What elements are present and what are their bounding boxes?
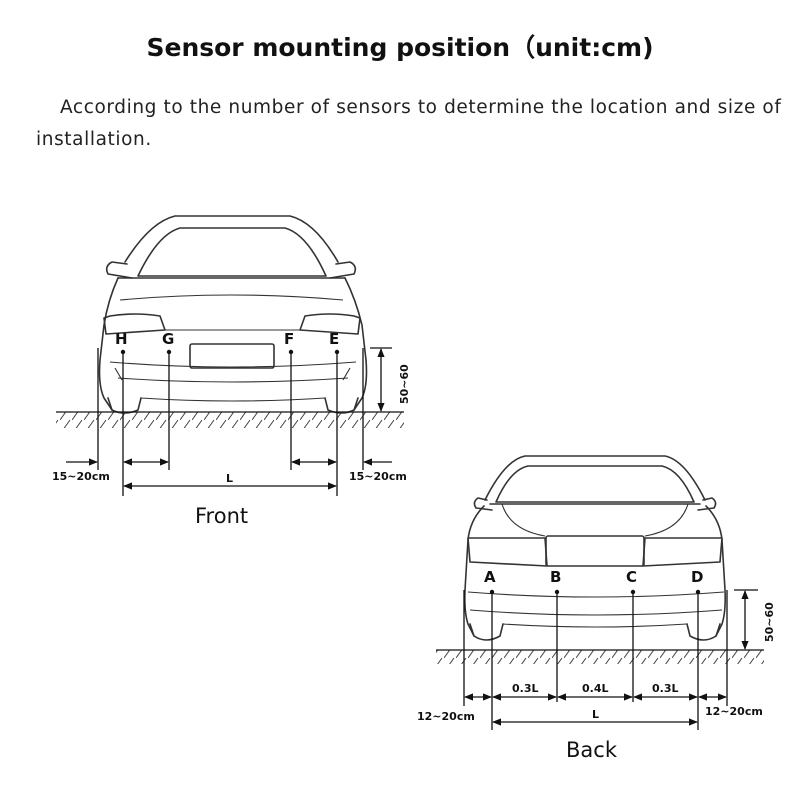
- front-car-illustration: [98, 215, 368, 414]
- intro-text: According to the number of sensors to de…: [36, 97, 782, 150]
- back-right-offset-label: 12~20cm: [705, 705, 763, 718]
- sensor-label-h: H: [115, 330, 128, 348]
- sensor-label-d: D: [691, 568, 703, 586]
- back-gap-cd-label: 0.3L: [652, 682, 679, 695]
- front-height-label: 50~60: [398, 364, 411, 404]
- back-height-label: 50~60: [763, 602, 776, 642]
- front-left-offset-label: 15~20cm: [52, 470, 110, 483]
- back-gap-ab-label: 0.3L: [512, 682, 539, 695]
- front-sensor-markers: [97, 348, 364, 496]
- sensor-label-e: E: [329, 330, 339, 348]
- front-ground: [56, 411, 404, 428]
- sensor-label-c: C: [626, 568, 637, 586]
- sensor-label-g: G: [162, 330, 174, 348]
- back-dimensions: [464, 589, 758, 726]
- sensor-label-f: F: [284, 330, 294, 348]
- back-caption: Back: [566, 738, 618, 762]
- sensor-label-b: B: [550, 568, 561, 586]
- back-span-label: L: [592, 708, 599, 721]
- back-car-illustration: [464, 455, 726, 641]
- front-span-label: L: [226, 472, 233, 485]
- back-gap-bc-label: 0.4L: [582, 682, 609, 695]
- sensor-label-a: A: [484, 568, 496, 586]
- front-right-offset-label: 15~20cm: [349, 470, 407, 483]
- front-caption: Front: [195, 504, 248, 528]
- back-ground: [436, 649, 764, 664]
- back-left-offset-label: 12~20cm: [417, 710, 475, 723]
- front-dimensions: [66, 347, 392, 490]
- page-title: Sensor mounting position（unit:cm): [146, 33, 654, 62]
- back-sensor-markers: [463, 589, 728, 730]
